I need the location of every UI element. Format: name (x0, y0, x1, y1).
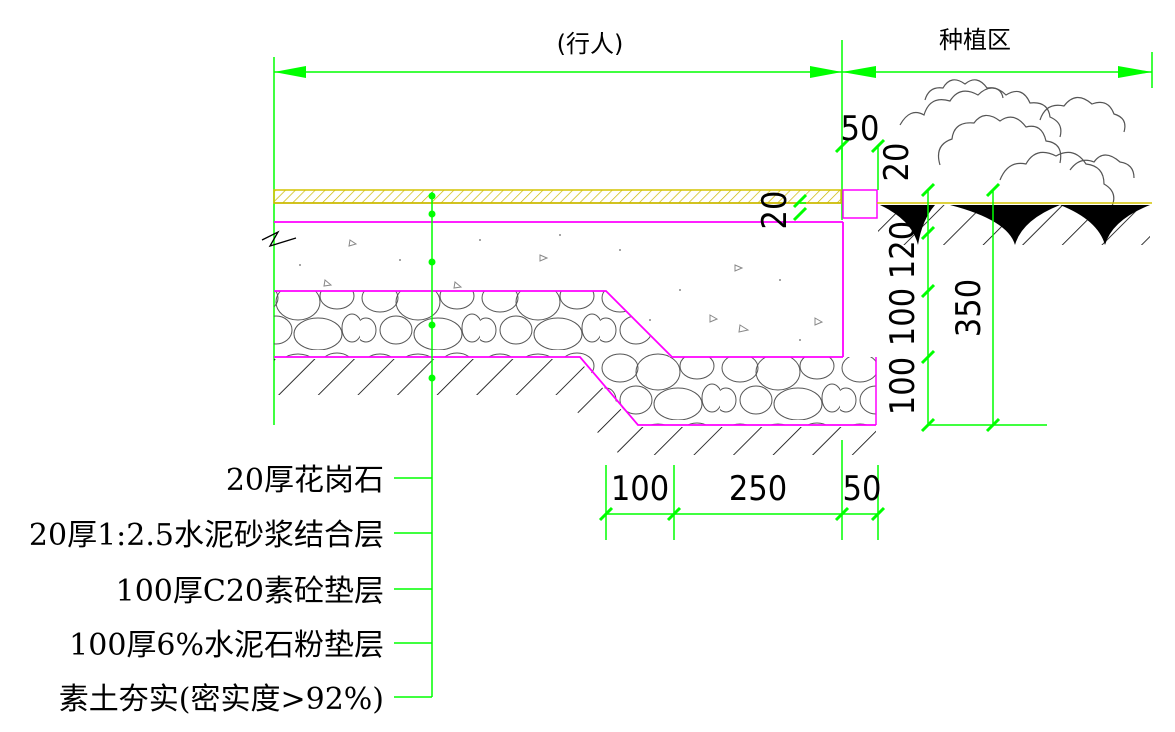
dim-bottom-50: 50 (843, 469, 882, 509)
curb (842, 189, 878, 219)
dimension-ticks (598, 138, 1001, 522)
dim-total-350: 350 (949, 279, 989, 337)
layer-label-granite: 20厚花岗石 (226, 463, 384, 498)
planting-zone-label: 种植区 (939, 26, 1011, 54)
dim-paving: 20 (755, 191, 795, 230)
concrete-base (299, 234, 824, 341)
dim-top-height: 20 (877, 143, 917, 182)
planting-soil-surface (877, 202, 1152, 245)
pedestrian-label: (行人) (557, 30, 624, 58)
callout-leader (394, 192, 436, 698)
top-dimension-chain (273, 40, 1153, 425)
dim-bottom-100: 100 (611, 469, 669, 509)
break-line (261, 230, 297, 248)
layer-label-mortar: 20厚1:2.5水泥砂浆结合层 (29, 518, 384, 553)
dim-bottom-250: 250 (729, 469, 787, 509)
layer-label-stone-powder: 100厚6%水泥石粉垫层 (69, 628, 384, 663)
layer-label-concrete: 100厚C20素砼垫层 (116, 574, 384, 609)
dim-top-gap: 50 (841, 109, 880, 149)
dim-120: 120 (883, 221, 923, 279)
bottom-dimension-chain (605, 440, 879, 540)
layer-label-soil: 素土夯实(密实度>92%) (59, 682, 384, 717)
vertical-dimension-lines (800, 145, 1047, 426)
granite-paving-layer (273, 189, 842, 204)
dim-100a: 100 (883, 288, 923, 346)
dim-100b: 100 (883, 357, 923, 415)
planting-shrubs (899, 79, 1135, 207)
mortar-layer (274, 221, 844, 357)
gravel-layer (274, 290, 877, 426)
